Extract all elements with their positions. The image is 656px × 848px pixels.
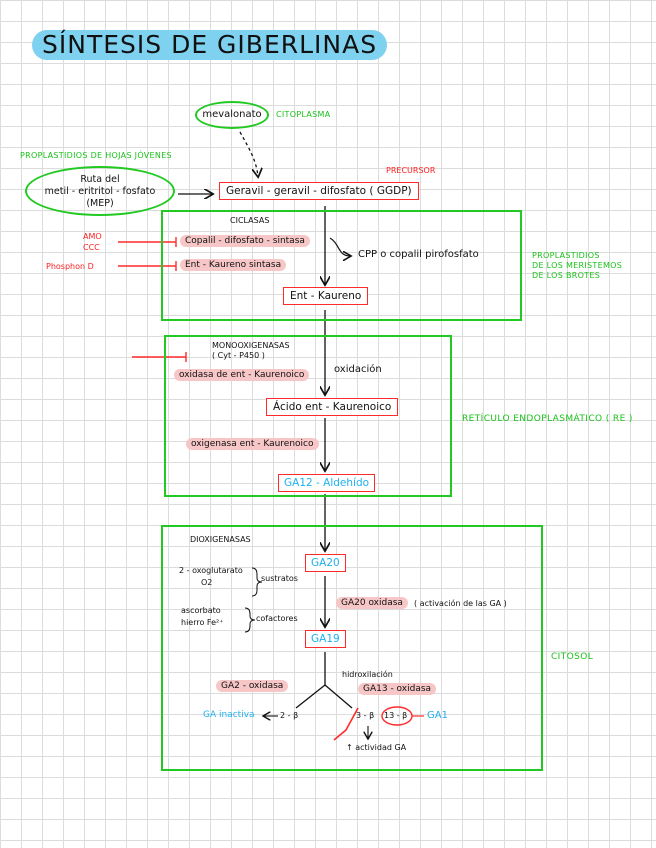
o2-label: O2: [201, 578, 213, 587]
mevalonato-label: mevalonato: [202, 109, 262, 120]
monooxigenasas-line-1: MONOOXIGENASAS: [212, 341, 290, 350]
ciclasas-label: CICLASAS: [230, 216, 270, 225]
hierro-label: hierro Fe²⁺: [181, 618, 224, 627]
two-beta-label: 2 - β: [280, 711, 299, 720]
ggdp-node: Geravil - geravil - difosfato ( GGDP): [219, 182, 419, 200]
meristemos-line-1: PROPLASTIDIOS: [532, 251, 600, 260]
mep-line-3: (MEP): [86, 198, 114, 209]
er-location-label: RETÍCULO ENDOPLASMÁTICO ( RE ): [462, 414, 633, 424]
mep-line-1: Ruta del: [80, 174, 120, 185]
ent-kaureno-node: Ent - Kaureno: [283, 287, 369, 305]
three-beta-label: 3 - β: [356, 711, 375, 720]
cofactors-list: ascorbato hierro Fe²⁺: [181, 605, 223, 629]
ascorbato-label: ascorbato: [181, 606, 221, 615]
ent-kaureno-sintasa-enzyme: Ent - Kaureno sintasa: [180, 259, 287, 271]
actividad-ga-label: ↑ actividad GA: [346, 743, 407, 752]
ga12-aldehido-node: GA12 - Aldehído: [278, 474, 376, 492]
monooxigenasas-line-2: ( Cyt - P450 ): [212, 351, 265, 360]
oxoglutarato-label: 2 - oxoglutarato: [179, 566, 243, 575]
meristemos-line-3: DE LOS BROTES: [532, 271, 601, 280]
oxidacion-label: oxidación: [334, 364, 382, 375]
proplastidios-hojas-label: PROPLASTIDIOS DE HOJAS JÓVENES: [20, 151, 172, 160]
citoplasma-label: CITOPLASMA: [276, 110, 331, 119]
ga20-oxidasa-enzyme: GA20 oxidasa: [336, 597, 408, 609]
meristemos-line-2: DE LOS MERISTEMOS: [532, 261, 623, 270]
ccc-inhibitor: CCC: [83, 243, 100, 252]
ga20-node: GA20: [305, 554, 346, 572]
cofactores-label: cofactores: [256, 614, 298, 623]
ga2-oxidasa-enzyme: GA2 - oxidasa: [216, 680, 289, 692]
acido-ent-kaurenoico-node: Ácido ent - Kaurenoico: [266, 398, 399, 416]
ga-inactiva-label: GA inactiva: [203, 710, 255, 720]
meristemos-location-label: PROPLASTIDIOS DE LOS MERISTEMOS DE LOS B…: [532, 251, 622, 281]
cpp-label: CPP o copalil pirofosfato: [358, 249, 479, 260]
dioxigenasas-label: DIOXIGENASAS: [190, 535, 251, 544]
activacion-label: ( activación de las GA ): [414, 599, 507, 608]
oxidasa-ent-kaurenoico-enzyme: oxidasa de ent - Kaurenoico: [174, 369, 310, 381]
mep-node: Ruta del metil - eritritol - fosfato (ME…: [25, 166, 175, 216]
citosol-location-label: CITOSOL: [551, 652, 594, 662]
cytosol-box: [161, 525, 543, 771]
phosphon-d-inhibitor: Phosphon D: [46, 262, 94, 271]
sustratos-label: sustratos: [261, 574, 298, 583]
ga1-label: GA1: [427, 710, 448, 721]
mevalonato-node: mevalonato: [195, 101, 269, 129]
amo-inhibitor: AMO: [83, 232, 102, 241]
er-box: [164, 335, 452, 497]
thirteen-beta-label: 13 - β: [384, 711, 408, 720]
ga19-node: GA19: [305, 630, 346, 648]
copalil-sintasa-enzyme: Copalil - difosfato - sintasa: [180, 235, 310, 247]
monooxigenasas-label: MONOOXIGENASAS ( Cyt - P450 ): [212, 341, 290, 361]
substrates-label: 2 - oxoglutarato O2: [179, 565, 243, 589]
plastid-box: [161, 210, 522, 321]
mep-line-2: metil - eritritol - fosfato: [44, 186, 156, 197]
ga13-oxidasa-enzyme: GA13 - oxidasa: [358, 683, 437, 695]
hidroxilacion-label: hidroxilación: [342, 670, 393, 679]
page-title: SÍNTESIS DE GIBERLINAS: [32, 30, 388, 60]
oxigenasa-ent-kaurenoico-enzyme: oxigenasa ent - Kaurenoico: [186, 438, 319, 450]
precursor-label: PRECURSOR: [386, 166, 436, 175]
